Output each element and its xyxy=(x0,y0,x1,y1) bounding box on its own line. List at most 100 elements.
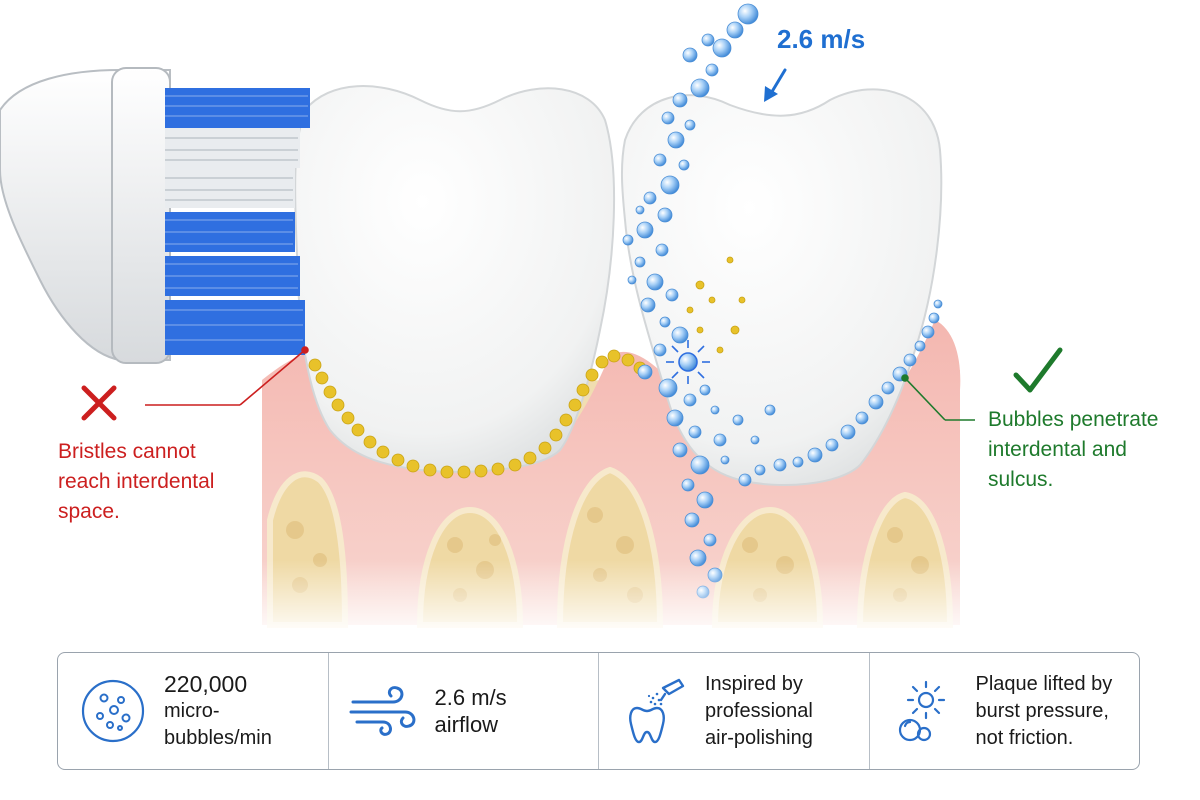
bubbles-circle-icon xyxy=(81,679,145,743)
micro-bubble xyxy=(738,473,752,487)
micro-bubble xyxy=(750,435,760,445)
micro-bubble xyxy=(684,119,696,131)
airflow-icon xyxy=(349,686,415,736)
micro-bubble xyxy=(701,33,715,47)
feature-line: Plaque lifted by xyxy=(975,672,1113,695)
micro-bubble xyxy=(720,455,730,465)
feature-line: not friction. xyxy=(975,726,1074,749)
feature-strip: 220,000 micro-bubbles/min 2.6 m/s airflo… xyxy=(57,652,1140,770)
micro-bubble xyxy=(754,464,766,476)
micro-bubble xyxy=(921,325,935,339)
micro-bubble xyxy=(665,288,679,302)
feature-line: 2.6 m/s xyxy=(434,685,507,710)
micro-bubble xyxy=(682,47,698,63)
micro-bubble xyxy=(903,353,917,367)
micro-bubble xyxy=(688,425,702,439)
good-label-line: interdental and xyxy=(988,438,1127,461)
micro-bubble xyxy=(666,409,684,427)
good-label-line: sulcus. xyxy=(988,468,1054,491)
micro-bubble xyxy=(881,381,895,395)
micro-bubble xyxy=(672,442,688,458)
feature-line: Inspired by xyxy=(705,672,803,695)
tooth-spray-icon xyxy=(629,678,685,744)
micro-bubble xyxy=(737,3,759,25)
micro-bubble xyxy=(653,343,667,357)
micro-bubble xyxy=(653,153,667,167)
toothbrush-head xyxy=(0,67,310,364)
feature-line: micro-bubbles/min xyxy=(164,699,272,749)
micro-bubble xyxy=(713,433,727,447)
micro-bubble xyxy=(660,175,680,195)
feature-line: professional xyxy=(705,699,813,722)
micro-bubble xyxy=(696,491,714,509)
micro-bubble xyxy=(705,63,719,77)
cross-mark-icon xyxy=(81,385,117,421)
micro-bubble xyxy=(855,411,869,425)
micro-bubble xyxy=(637,364,653,380)
feature-bubble-count: 220,000 micro-bubbles/min xyxy=(58,653,329,769)
feature-airflow: 2.6 m/s airflow xyxy=(329,653,599,769)
micro-bubble xyxy=(773,458,787,472)
micro-bubble xyxy=(683,393,697,407)
micro-bubble xyxy=(703,533,717,547)
plaque-deposits xyxy=(308,256,746,479)
micro-bubble xyxy=(868,394,884,410)
micro-bubble xyxy=(807,447,823,463)
feature-line: airflow xyxy=(434,712,499,737)
feature-burst-pressure: Plaque lifted by burst pressure, not fri… xyxy=(870,653,1140,769)
speed-arrow-icon xyxy=(764,68,787,102)
feature-line: 220,000 xyxy=(164,670,248,697)
bad-callout-line xyxy=(145,346,309,406)
micro-bubble xyxy=(681,478,695,492)
feature-line: air-polishing xyxy=(705,726,813,749)
bad-label-line: reach interdental xyxy=(58,470,215,493)
micro-bubbles xyxy=(622,3,943,599)
micro-bubble xyxy=(914,340,926,352)
micro-bubble xyxy=(643,191,657,205)
bristles xyxy=(165,88,310,355)
micro-bubble xyxy=(933,299,943,309)
feature-line: burst pressure, xyxy=(975,699,1109,722)
bad-label-line: space. xyxy=(58,500,120,523)
micro-bubble xyxy=(710,405,720,415)
bubble-burst-icon xyxy=(666,340,710,384)
bubbles-benefit-label: Bubbles penetrate interdental and sulcus… xyxy=(988,405,1188,495)
micro-bubble xyxy=(658,378,678,398)
micro-bubble xyxy=(712,38,732,58)
micro-bubble xyxy=(672,92,688,108)
micro-bubble xyxy=(635,205,645,215)
micro-bubble xyxy=(825,438,839,452)
micro-bubble xyxy=(678,159,690,171)
feature-air-polishing: Inspired by professional air-polishing xyxy=(599,653,870,769)
micro-bubble xyxy=(636,221,654,239)
micro-bubble xyxy=(928,312,940,324)
good-callout-line xyxy=(901,374,975,421)
micro-bubble xyxy=(640,297,656,313)
micro-bubble xyxy=(726,21,744,39)
tooth-cross-section-illustration xyxy=(0,3,1200,640)
speed-label: 2.6 m/s xyxy=(777,24,866,54)
micro-bubble xyxy=(655,243,669,257)
bad-label-line: Bristles cannot xyxy=(58,440,196,463)
micro-bubble xyxy=(667,131,685,149)
micro-bubble xyxy=(699,384,711,396)
micro-bubble xyxy=(690,78,710,98)
micro-bubble xyxy=(764,404,776,416)
micro-bubble xyxy=(840,424,856,440)
micro-bubble xyxy=(659,316,671,328)
micro-bubble xyxy=(661,111,675,125)
bristles-limitation-label: Bristles cannot reach interdental space. xyxy=(58,437,258,527)
micro-bubble xyxy=(684,512,700,528)
micro-bubble xyxy=(792,456,804,468)
micro-bubble xyxy=(657,207,673,223)
micro-bubble xyxy=(634,256,646,268)
micro-bubble xyxy=(671,326,689,344)
check-mark-icon xyxy=(1013,347,1063,393)
micro-bubble xyxy=(622,234,634,246)
micro-bubble xyxy=(627,275,637,285)
good-label-line: Bubbles penetrate xyxy=(988,408,1159,431)
micro-bubble xyxy=(732,414,744,426)
micro-bubble xyxy=(690,455,710,475)
micro-bubble xyxy=(646,273,664,291)
burst-bubbles-icon xyxy=(898,680,945,742)
